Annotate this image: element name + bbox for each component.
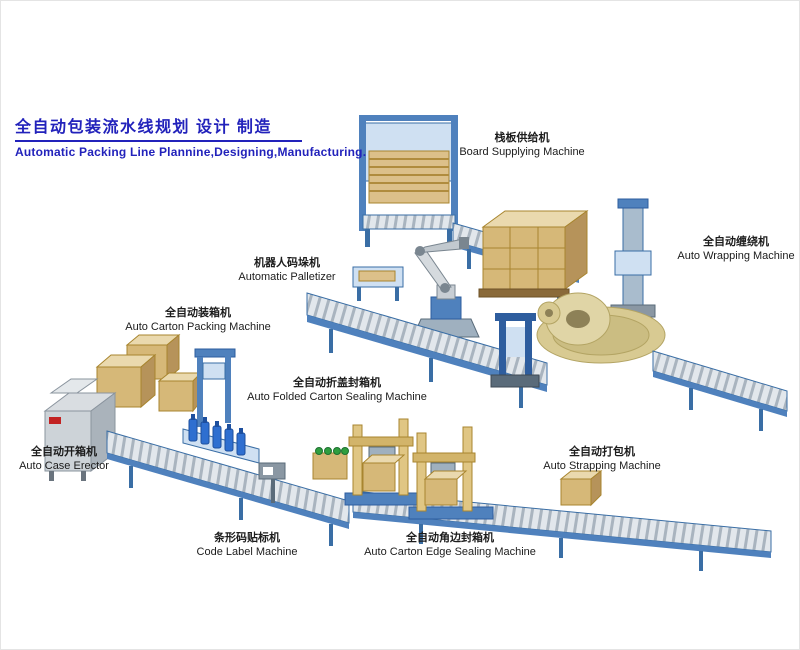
label-cn: 全自动缠绕机 [702, 236, 769, 248]
upper-conveyor-graphic [306, 292, 548, 408]
label-cn: 全自动开箱机 [31, 446, 97, 458]
label-cn: 条形码贴标机 [214, 532, 280, 544]
label-auto-carton-packing-machine: 全自动装箱机 Auto Carton Packing Machine [125, 307, 271, 334]
label-board-supplying-machine: 栈板供给机 Board Supplying Machine [459, 132, 584, 159]
label-auto-case-erector: 全自动开箱机 Auto Case Erector [19, 446, 109, 473]
folded-carton-sealing-machine-graphic [344, 418, 438, 506]
wrapping-machine-graphic [610, 198, 656, 318]
label-cn: 全自动装箱机 [165, 307, 231, 319]
exit-conveyor-graphic [652, 350, 788, 431]
page-title: 全自动包装流水线规划 设计 制造 [15, 113, 302, 142]
bottom-left-conveyor-graphic [106, 430, 350, 546]
label-en: Code Label Machine [196, 546, 298, 558]
outfeed-carton-graphic [559, 469, 603, 507]
label-automatic-palletizer: 机器人码垛机 Automatic Palletizer [238, 257, 335, 284]
label-en: Auto Folded Carton Sealing Machine [247, 391, 427, 403]
bottled-carton-graphic [312, 447, 349, 480]
title-block: 全自动包装流水线规划 设计 制造 Automatic Packing Line … [15, 113, 366, 159]
label-en: Automatic Palletizer [238, 271, 336, 283]
bottle-table-graphic [182, 414, 260, 464]
label-auto-wrapping-machine: 全自动缠绕机 Auto Wrapping Machine [677, 236, 794, 263]
wrapping-turntable-graphic [536, 292, 666, 364]
label-en: Auto Strapping Machine [543, 460, 661, 472]
strapping-machine-graphic [490, 301, 561, 388]
label-code-label-machine: 条形码贴标机 Code Label Machine [197, 532, 298, 559]
label-cn: 全自动打包机 [568, 446, 635, 458]
board-supplying-machine-graphic [359, 115, 458, 247]
label-auto-folded-carton-sealing-machine: 全自动折盖封箱机 Auto Folded Carton Sealing Mach… [247, 377, 427, 404]
label-auto-strapping-machine: 全自动打包机 Auto Strapping Machine [543, 446, 660, 473]
carton-packing-machine-graphic [194, 348, 236, 427]
label-cn: 全自动折盖封箱机 [293, 377, 381, 389]
label-en: Auto Carton Edge Sealing Machine [364, 546, 536, 558]
palletizer-infeed-table-graphic [352, 266, 404, 301]
page-subtitle: Automatic Packing Line Plannine,Designin… [15, 145, 367, 159]
code-label-machine-graphic [258, 462, 286, 503]
label-cn: 栈板供给机 [494, 132, 550, 144]
erector-logo [49, 417, 61, 424]
pallet-stack-graphic [478, 210, 589, 298]
label-en: Auto Case Erector [19, 460, 109, 472]
label-cn: 机器人码垛机 [254, 257, 320, 269]
carton-stack-graphic [95, 333, 203, 413]
label-en: Auto Wrapping Machine [677, 250, 795, 262]
edge-sealing-machine-graphic [408, 426, 494, 520]
label-en: Board Supplying Machine [459, 146, 585, 158]
label-en: Auto Carton Packing Machine [125, 321, 271, 333]
label-cn: 全自动角边封箱机 [406, 532, 494, 544]
label-auto-carton-edge-sealing-machine: 全自动角边封箱机 Auto Carton Edge Sealing Machin… [364, 532, 536, 559]
